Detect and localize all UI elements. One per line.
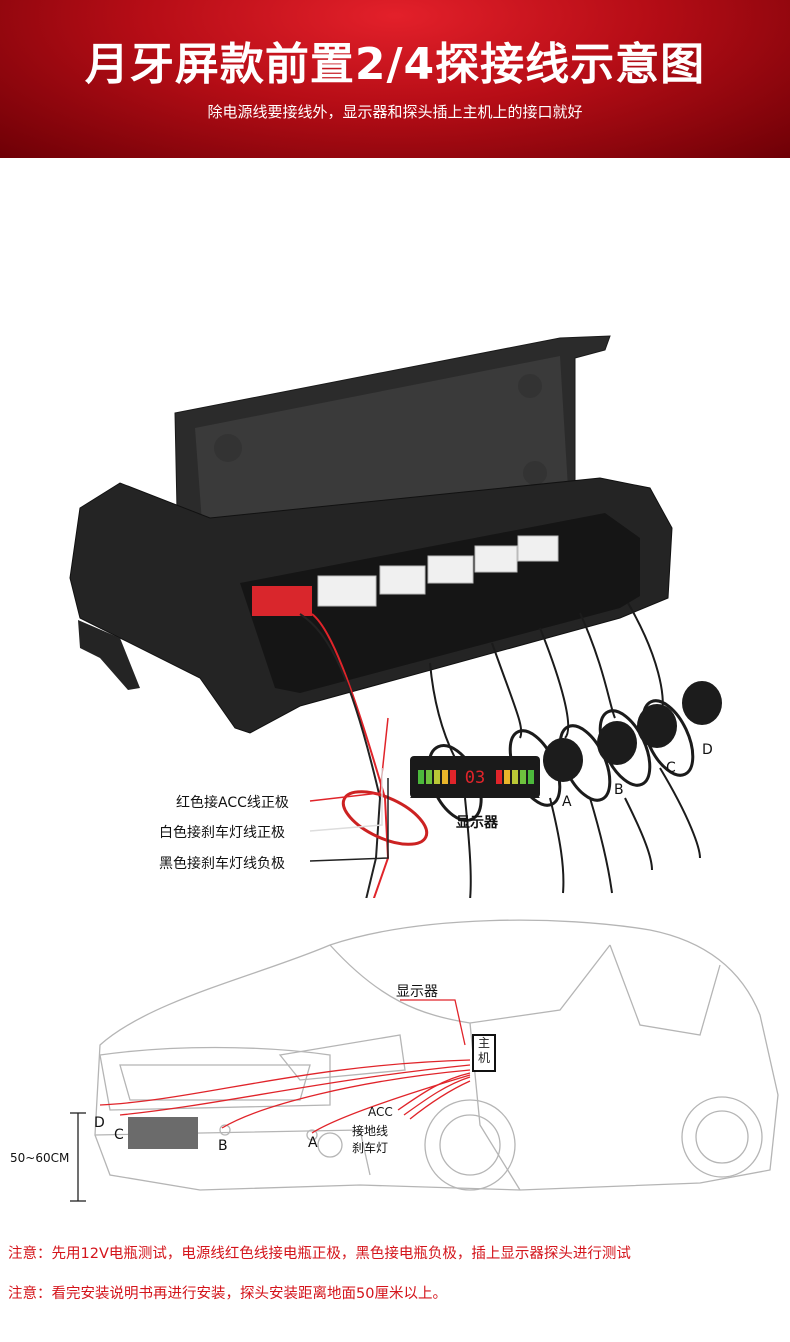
car-sensor-b: B (218, 1138, 228, 1154)
sensor-label-d: D (702, 742, 713, 758)
display-reading: 03 (464, 768, 486, 788)
acc-label: ACC (368, 1105, 393, 1119)
main-unit-char-2: 机 (477, 1051, 490, 1065)
white-wire-label: 白色接刹车灯线正极 (159, 825, 285, 841)
main-unit-char-1: 主 (477, 1036, 490, 1050)
page-title: 月牙屏款前置2/4探接线示意图 (84, 39, 706, 90)
height-label: 50~60CM (10, 1151, 70, 1165)
sensor-label-a: A (562, 794, 572, 810)
brake-label: 刹车灯 (352, 1141, 389, 1155)
car-diagram (70, 919, 779, 1202)
display-label: 显示器 (456, 815, 498, 831)
page-subtitle: 除电源线要接线外，显示器和探头插上主机上的接口就好 (207, 103, 583, 121)
car-sensor-c: C (114, 1127, 124, 1143)
note-2: 注意：看完安装说明书再进行安装，探头安装距离地面50厘米以上。 (8, 1286, 447, 1302)
product-illustration (69, 335, 722, 898)
note-1: 注意：先用12V电瓶测试，电源线红色线接电瓶正极，黑色接电瓶负极，插上显示器探头… (8, 1246, 631, 1262)
header-banner (0, 0, 790, 158)
sensor-label-b: B (614, 782, 624, 798)
car-sensor-d: D (94, 1115, 105, 1131)
sensor-label-c: C (666, 760, 676, 776)
black-wire-label: 黑色接刹车灯线负极 (159, 856, 285, 872)
car-display-label: 显示器 (396, 984, 438, 1000)
car-sensor-a: A (308, 1135, 318, 1151)
ground-label: 接地线 (352, 1124, 389, 1138)
main-unit-box: 主 机 (472, 1034, 496, 1072)
red-wire-label: 红色接ACC线正极 (176, 795, 289, 811)
